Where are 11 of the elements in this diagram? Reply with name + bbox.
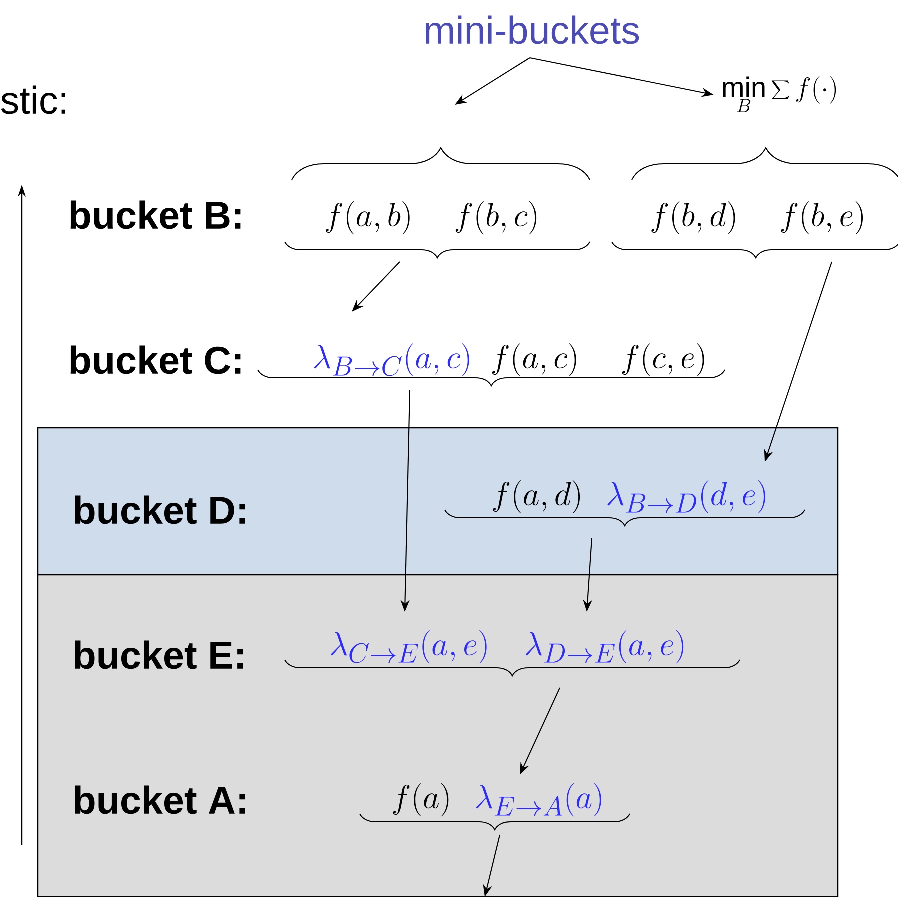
bucket-label: bucket B: <box>70 200 241 230</box>
bucket-group: $\lambda_{B\to C}(a,c)$ $f(a,c)$ $f(c,e)$ <box>258 343 726 387</box>
bucket-group: $f(a,d)$ $\lambda_{B\to D}(d,e)$ <box>444 480 806 527</box>
cut-text: stic: <box>1 86 66 114</box>
bucket-group: $\lambda_{C\to E}(a,e)$ $\lambda_{D\to E}(a,e)$ <box>284 630 740 677</box>
formula-text: $\min_B \sum f(\cdot)$ <box>723 76 836 112</box>
bucket-label: bucket C: <box>70 346 241 374</box>
bucket-group: $f(b,d)$ $f(b,e)$ <box>612 147 898 259</box>
annotation-text: mini-buckets <box>426 16 640 44</box>
bucket-group: $f(a,b)$ $f(b,c)$ <box>284 147 590 259</box>
bucket-group: $f(a)$ $\lambda_{E\to A}(a)$ <box>360 783 630 831</box>
